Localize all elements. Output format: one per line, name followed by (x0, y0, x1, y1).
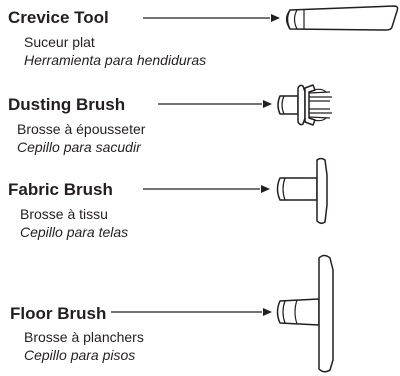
fabric-brush-icon (276, 157, 328, 225)
part-name-english: Dusting Brush (8, 95, 126, 114)
part-name-french: Suceur plat (24, 34, 95, 50)
part-name-spanish: Cepillo para sacudir (17, 139, 141, 155)
crevice-tool-icon (285, 5, 399, 31)
part-name-english: Floor Brush (10, 304, 107, 323)
leader-line-floor-brush (111, 308, 272, 316)
part-name-french: Brosse à épousseter (17, 121, 146, 137)
part-name-english: Crevice Tool (8, 8, 109, 27)
leader-line-fabric-brush (143, 185, 270, 193)
part-name-spanish: Cepillo para pisos (24, 347, 136, 363)
leader-line-crevice-tool (143, 14, 280, 22)
part-name-english: Fabric Brush (8, 180, 113, 199)
part-name-french: Brosse à planchers (24, 329, 144, 345)
part-name-spanish: Cepillo para telas (20, 224, 129, 240)
leader-line-dusting-brush (158, 100, 272, 108)
floor-brush-icon (276, 254, 334, 373)
part-name-french: Brosse à tissu (20, 206, 108, 222)
part-name-spanish: Herramienta para hendiduras (24, 52, 207, 68)
dusting-brush-icon (277, 84, 332, 126)
